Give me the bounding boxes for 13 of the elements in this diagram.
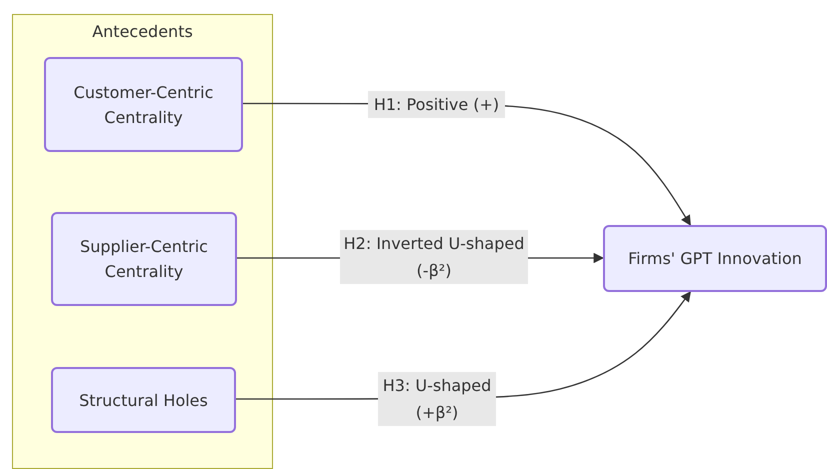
- edge-label: H1: Positive (+): [368, 91, 505, 118]
- process-box: [51, 367, 236, 433]
- process-box: [51, 212, 237, 306]
- process-box: [603, 225, 827, 292]
- edge-label: H3: U-shaped (+β²): [378, 372, 496, 426]
- group-title: Antecedents: [91, 21, 194, 43]
- process-box: [44, 57, 243, 152]
- node-label: Customer-Centric Centrality: [72, 82, 214, 128]
- group-panel: [12, 14, 273, 469]
- node-label: Supplier-Centric Centrality: [79, 236, 209, 283]
- node-label: Structural Holes: [79, 390, 208, 412]
- edge-label: H2: Inverted U-shaped (-β²): [340, 230, 528, 284]
- node-label: Firms' GPT Innovation: [628, 248, 802, 270]
